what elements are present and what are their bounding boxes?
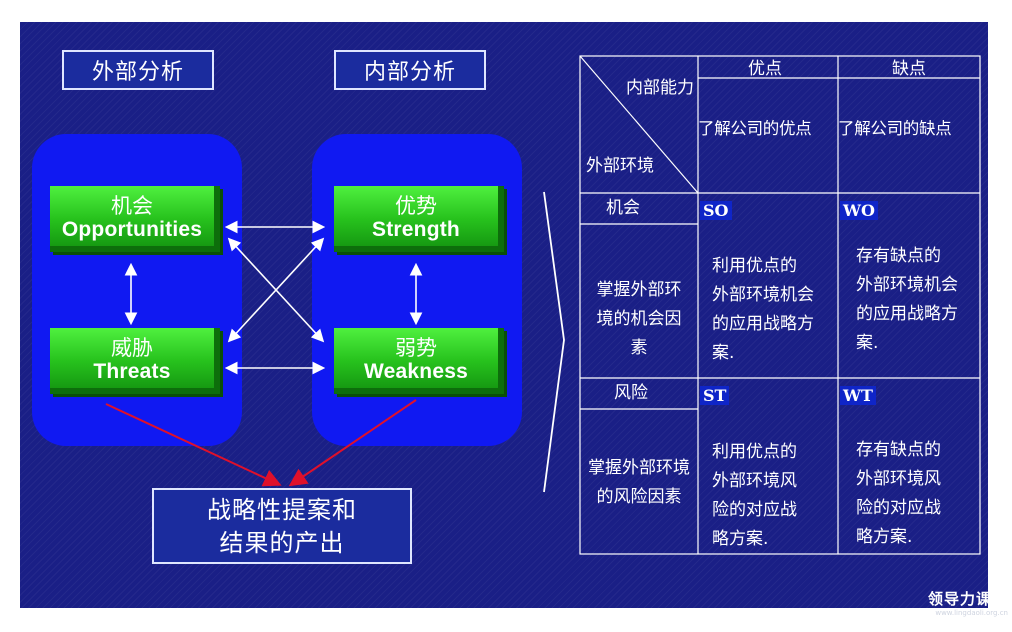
strength-box: 优势 Strength <box>334 186 504 252</box>
so-line: 的应用战略方 <box>712 314 814 334</box>
threat-description: 掌握外部环境 的风险因素 <box>582 454 696 512</box>
column-header-weakness: 缺点 <box>892 59 926 79</box>
opportunities-cn: 机会 <box>111 194 153 218</box>
chevron-right-icon <box>543 191 565 493</box>
strategy-result-box: 战略性提案和 结果的产出 <box>152 488 412 564</box>
threats-en: Threats <box>93 360 171 383</box>
threats-cn: 威胁 <box>111 336 153 360</box>
weakness-cn: 弱势 <box>395 336 437 360</box>
arrow-threats-strength <box>227 237 325 343</box>
strength-cn: 优势 <box>395 194 437 218</box>
opportunity-desc-line: 境的机会因 <box>596 309 682 329</box>
result-line-2: 结果的产出 <box>219 529 345 557</box>
red-arrow-from-threats <box>105 403 282 487</box>
wo-line: 的应用战略方 <box>856 304 958 324</box>
wo-line: 案. <box>856 333 879 353</box>
wt-line: 外部环境风 <box>856 469 941 489</box>
swot-matrix-grid <box>579 55 981 555</box>
weakness-box: 弱势 Weakness <box>334 328 504 394</box>
st-tag: ST <box>700 381 730 411</box>
st-line: 略方案. <box>712 529 769 549</box>
so-line: 案. <box>712 343 735 363</box>
wo-tag-text: WO <box>840 201 878 220</box>
threats-box: 威胁 Threats <box>50 328 220 394</box>
weakness-en: Weakness <box>364 360 468 383</box>
so-tag-text: SO <box>700 201 732 220</box>
internal-analysis-header: 内部分析 <box>334 50 486 90</box>
slide: 外部分析 内部分析 <box>20 22 988 608</box>
weakness-description: 了解公司的缺点 <box>838 119 952 138</box>
connector-layer <box>105 55 981 555</box>
opportunities-en: Opportunities <box>61 218 203 241</box>
so-strategy: 利用优点的 外部环境机会 的应用战略方 案. <box>712 252 814 368</box>
so-tag: SO <box>700 196 732 226</box>
row-label-threat: 风险 <box>614 383 648 403</box>
wt-line: 险的对应战 <box>856 498 941 518</box>
opportunities-box: 机会 Opportunities <box>50 186 220 252</box>
watermark-url: www.lingdaoli.org.cn <box>935 609 1008 617</box>
opportunity-description: 掌握外部环 境的机会因 素 <box>584 276 694 363</box>
st-strategy: 利用优点的 外部环境风 险的对应战 略方案. <box>712 438 797 554</box>
opportunity-desc-line: 掌握外部环 <box>596 280 682 300</box>
st-line: 利用优点的 <box>712 442 797 462</box>
wt-strategy: 存有缺点的 外部环境风 险的对应战 略方案. <box>856 436 941 552</box>
so-line: 外部环境机会 <box>712 285 814 305</box>
result-line-1: 战略性提案和 <box>207 496 357 524</box>
strength-description: 了解公司的优点 <box>698 119 812 138</box>
row-label-opportunity: 机会 <box>606 198 640 218</box>
wo-line: 外部环境机会 <box>856 275 958 295</box>
watermark-title: 领导力课堂 <box>927 590 1008 608</box>
wo-strategy: 存有缺点的 外部环境机会 的应用战略方 案. <box>856 242 958 358</box>
wt-line: 存有缺点的 <box>856 440 941 460</box>
wt-tag: WT <box>840 381 876 411</box>
wt-tag-text: WT <box>840 386 876 405</box>
watermark: 领导力课堂 www.lingdaoli.org.cn <box>928 588 1008 617</box>
wo-line: 存有缺点的 <box>856 246 941 266</box>
column-header-strength: 优点 <box>748 59 782 79</box>
st-tag-text: ST <box>700 386 730 405</box>
wo-tag: WO <box>840 196 878 226</box>
threat-desc-line: 掌握外部环境 <box>588 458 690 478</box>
strength-en: Strength <box>372 218 460 241</box>
corner-internal-capability: 内部能力 <box>626 78 694 98</box>
st-line: 外部环境风 <box>712 471 797 491</box>
corner-external-environment: 外部环境 <box>586 156 654 176</box>
so-line: 利用优点的 <box>712 256 797 276</box>
red-arrow-from-weakness <box>288 399 417 487</box>
opportunity-desc-line: 素 <box>630 338 648 358</box>
threat-desc-line: 的风险因素 <box>596 487 682 507</box>
external-analysis-header: 外部分析 <box>62 50 214 90</box>
wt-line: 略方案. <box>856 527 913 547</box>
st-line: 险的对应战 <box>712 500 797 520</box>
